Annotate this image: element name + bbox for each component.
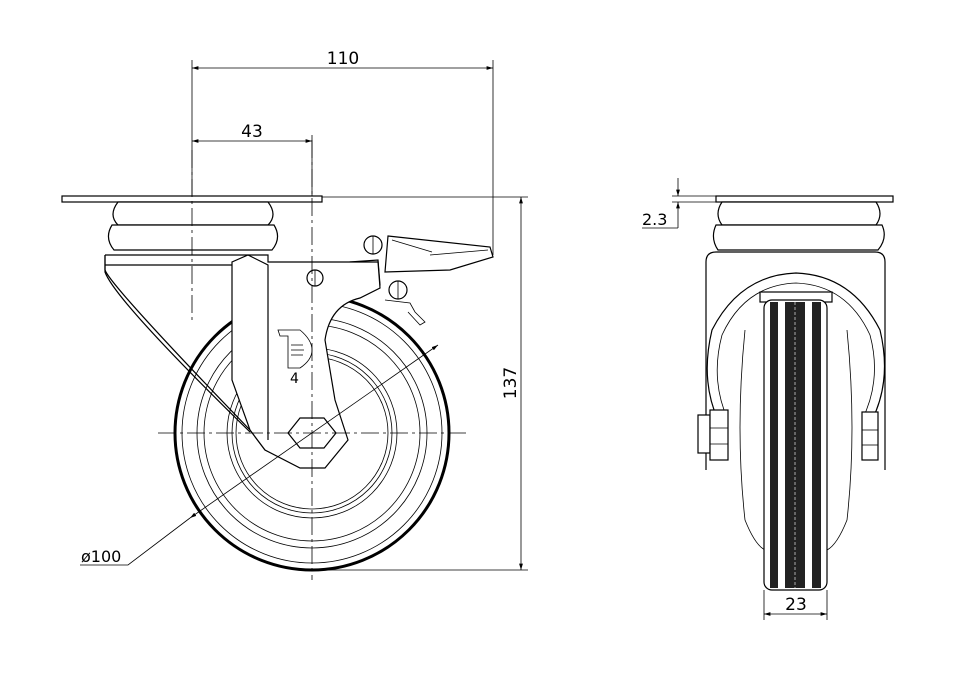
dimension-diameter: ø100	[80, 344, 439, 566]
side-view: 4	[61, 140, 494, 580]
axle-nut-left	[697, 409, 729, 461]
front-view	[697, 195, 894, 591]
dimension-43: 43	[192, 122, 313, 196]
svg-text:110: 110	[327, 49, 359, 69]
svg-text:137: 137	[501, 367, 521, 399]
dimension-2-3: 2.3	[642, 178, 716, 229]
dimension-23: 23	[763, 590, 828, 620]
wheel-front	[763, 299, 828, 591]
fork-arch-outer	[706, 272, 886, 460]
svg-text:2.3: 2.3	[642, 210, 667, 229]
dimension-137: 137	[312, 196, 528, 571]
dimension-110: 110	[191, 49, 494, 255]
swivel-race-upper	[112, 201, 274, 226]
logo-number: 4	[290, 371, 299, 387]
top-plate-front	[715, 195, 894, 203]
svg-text:23: 23	[785, 595, 807, 615]
axle-nut-right	[861, 411, 879, 461]
brake-lever	[306, 235, 494, 326]
swivel-race-lower	[107, 224, 279, 251]
fork-housing	[705, 251, 886, 470]
svg-text:ø100: ø100	[81, 547, 121, 566]
svg-text:43: 43	[241, 122, 263, 142]
